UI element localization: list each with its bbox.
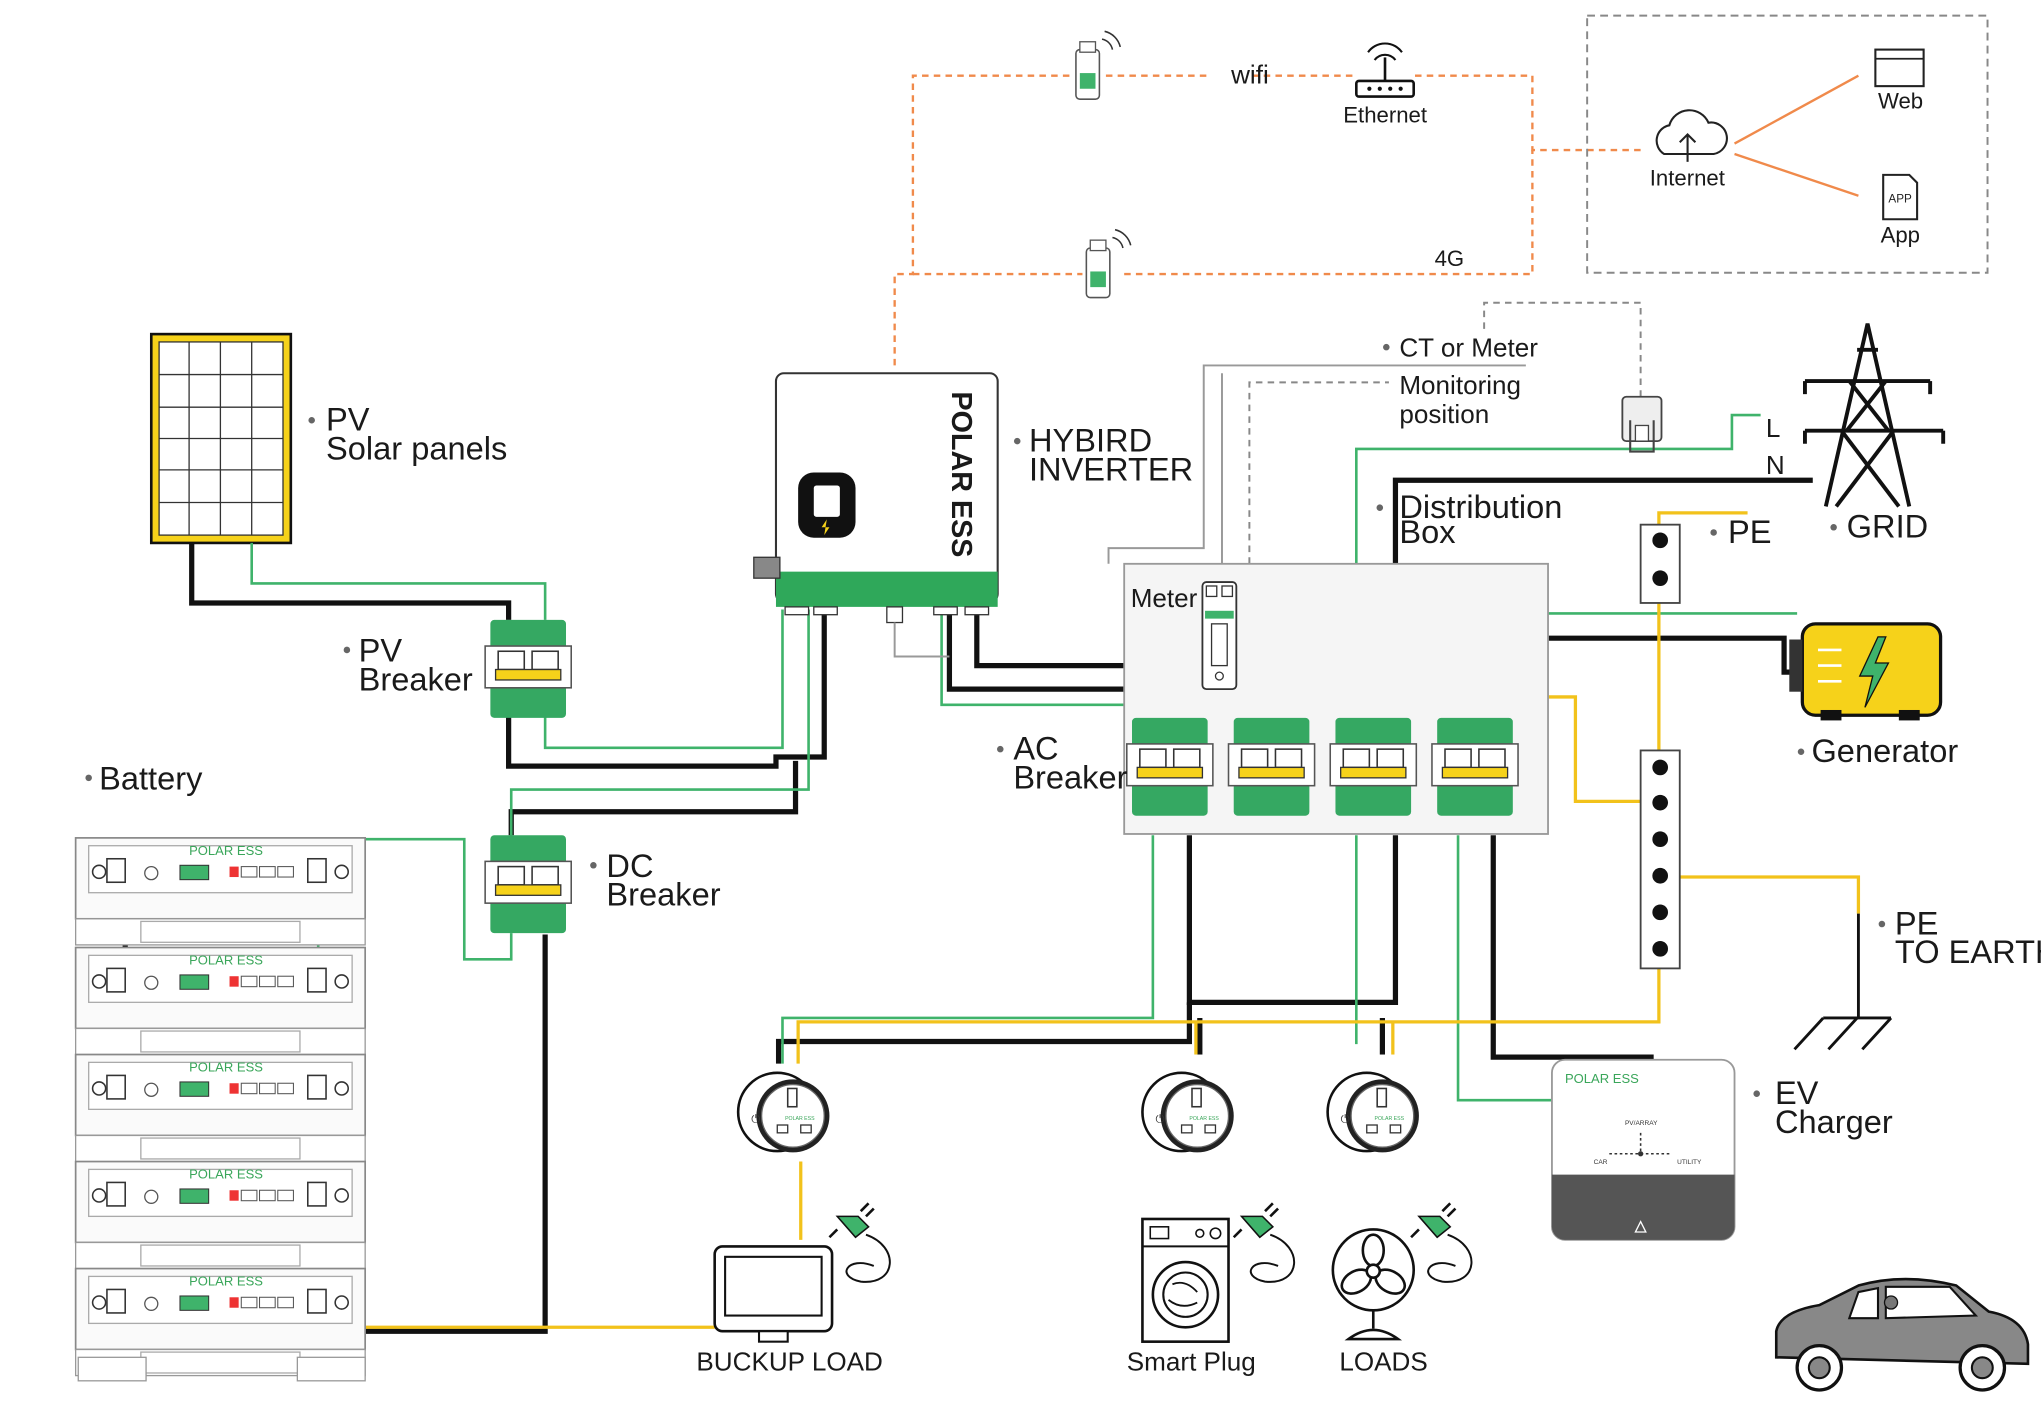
svg-text:PV/ARRAY: PV/ARRAY: [1625, 1120, 1658, 1127]
ac-breaker-label-1: AC: [1013, 730, 1058, 767]
ct-meter-label: CT or Meter: [1399, 332, 1538, 362]
browser-icon: [1874, 48, 1925, 88]
app-label: App: [1881, 223, 1920, 248]
fan-icon: [1331, 1228, 1416, 1341]
ac-breaker-label-2: Breaker: [1013, 758, 1127, 795]
web-label: Web: [1878, 88, 1923, 113]
inverter-brand: POLAR ESS: [945, 392, 977, 558]
wifi-dongle-icon: [1075, 30, 1122, 100]
n-label: N: [1766, 450, 1785, 480]
meter-icon: [1201, 581, 1238, 691]
washing-machine-icon: [1141, 1217, 1230, 1343]
loads-label: LOADS: [1339, 1346, 1427, 1376]
router-icon: [1355, 42, 1416, 98]
hybrid-label-2: INVERTER: [1029, 450, 1193, 487]
socket-icon-3: [1326, 1071, 1421, 1154]
pv-breaker-label-2: Breaker: [359, 660, 473, 697]
generator-icon: [1789, 622, 1943, 721]
smart-plug-label: Smart Plug: [1127, 1346, 1256, 1376]
pe-terminal-icon: [1639, 523, 1681, 604]
plug-icon-2: [1232, 1202, 1280, 1239]
internet-label: Internet: [1650, 165, 1725, 190]
svg-text:APP: APP: [1888, 192, 1912, 205]
pv-breaker-label-1: PV: [359, 632, 403, 669]
cloud-icon: [1655, 109, 1728, 156]
distribution-label-1: Distribution: [1399, 488, 1562, 525]
car-icon: [1774, 1277, 2030, 1392]
4g-dongle-icon: [1085, 228, 1132, 299]
monitoring-label-1: Monitoring: [1399, 370, 1521, 400]
battery-label: Battery: [99, 760, 203, 797]
distribution-label-2: Box: [1399, 513, 1455, 550]
plug-icon-3: [1409, 1202, 1457, 1239]
svg-text:POLAR ESS: POLAR ESS: [189, 952, 263, 967]
dc-breaker-icon: [484, 834, 573, 934]
ev-charger-icon: POLAR ESS PV/ARRAY CAR UTILITY: [1551, 1058, 1736, 1241]
grid-label: GRID: [1847, 508, 1929, 545]
pylon-icon: [1802, 323, 1946, 508]
monitor-icon: [713, 1245, 834, 1343]
svg-text:POLAR ESS: POLAR ESS: [1565, 1071, 1639, 1086]
distribution-box-icon: [1123, 562, 1549, 835]
svg-text:UTILITY: UTILITY: [1677, 1159, 1702, 1166]
plug-icon-1: [828, 1202, 876, 1239]
svg-text:POLAR ESS: POLAR ESS: [189, 1167, 263, 1182]
wifi-label: wifi: [1230, 60, 1269, 90]
ev-label-2: Charger: [1775, 1103, 1893, 1140]
socket-icon-1: [736, 1071, 831, 1154]
svg-text:POLAR ESS: POLAR ESS: [189, 1274, 263, 1289]
meter-label: Meter: [1131, 583, 1198, 613]
monitoring-lines: [1107, 301, 1642, 564]
solar-panel-icon: [149, 332, 293, 545]
communication-lines: [893, 74, 1859, 366]
generator-label: Generator: [1811, 732, 1958, 769]
monitoring-label-2: position: [1399, 399, 1489, 429]
pe-earth-label-2: TO EARTH: [1895, 933, 2041, 970]
socket-icon-2: [1141, 1071, 1236, 1154]
load-wires-black: [775, 835, 1654, 1064]
pv-breaker-icon: [484, 619, 573, 719]
4g-label: 4G: [1435, 246, 1465, 271]
svg-text:CAR: CAR: [1594, 1159, 1608, 1166]
buckup-load-label: BUCKUP LOAD: [696, 1346, 882, 1376]
cloud-frame: APP: [1586, 14, 1989, 274]
ground-icon: [1793, 913, 1893, 1051]
app-icon: APP: [1882, 173, 1919, 221]
earth-bar-icon: [1639, 749, 1681, 970]
inverter-icon: POLAR ESS: [753, 372, 999, 658]
ct-clamp-icon: [1621, 395, 1663, 453]
pv-label: PV: [326, 401, 370, 438]
dc-breaker-label-2: Breaker: [606, 876, 720, 913]
battery-rack-icon: POLAR ESS POLAR ESS POLAR ESS POLAR ESS …: [74, 837, 367, 1382]
ethernet-label: Ethernet: [1343, 103, 1427, 128]
pe-label: PE: [1728, 513, 1771, 550]
plug-cords: [845, 1233, 1473, 1283]
pv-sub-label: Solar panels: [326, 429, 507, 466]
l-label: L: [1766, 413, 1781, 443]
ev-label-1: EV: [1775, 1074, 1819, 1111]
svg-text:POLAR ESS: POLAR ESS: [189, 1059, 263, 1074]
svg-text:POLAR ESS: POLAR ESS: [189, 843, 263, 858]
hybrid-label-1: HYBIRD: [1029, 422, 1152, 459]
pe-earth-label-1: PE: [1895, 904, 1938, 941]
dc-breaker-label-1: DC: [606, 847, 653, 884]
